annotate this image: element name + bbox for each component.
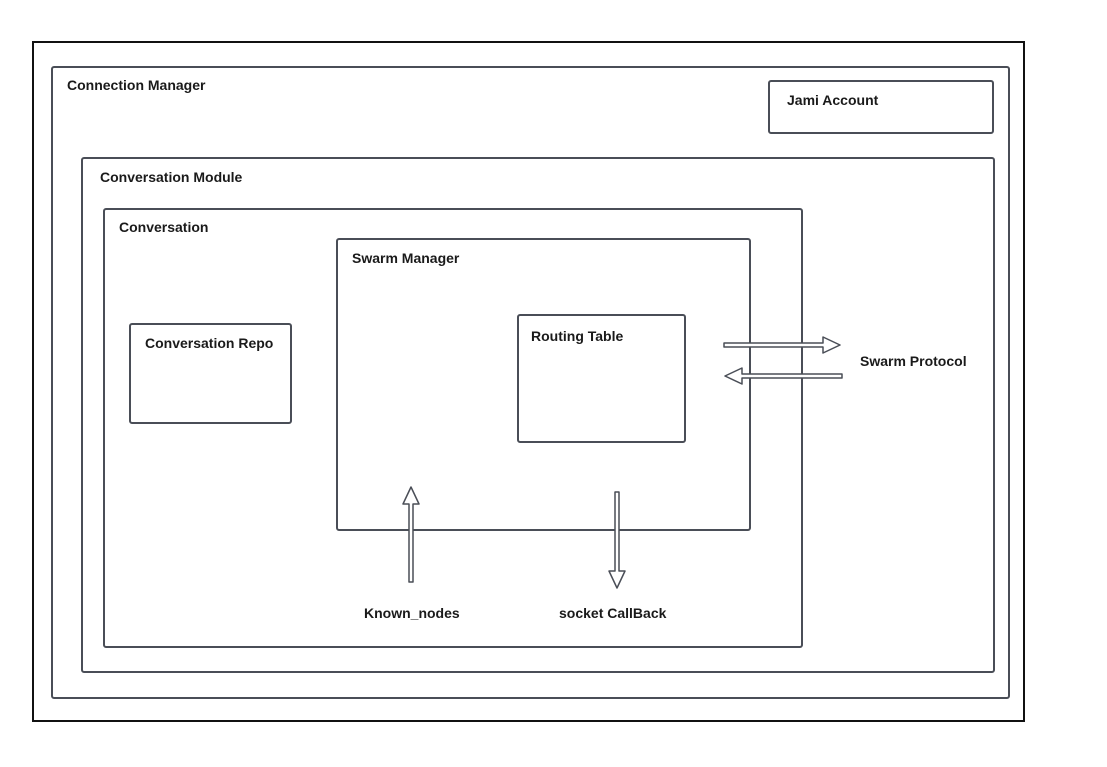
routing-table-label: Routing Table: [531, 328, 624, 344]
connection-manager-label: Connection Manager: [67, 77, 206, 93]
conversation-label: Conversation: [119, 219, 209, 235]
image-frame: [32, 41, 1025, 722]
outgoing-arrow: [723, 336, 841, 354]
swarm-manager-box: [336, 238, 751, 531]
conversation-module-box: [81, 157, 995, 673]
jami-account-box: [768, 80, 994, 134]
routing-table-box: [517, 314, 686, 443]
conversation-box: [103, 208, 803, 648]
conversation-repo-label: Conversation Repo: [145, 335, 274, 351]
connection-manager-box: [51, 66, 1010, 699]
jami-account-label: Jami Account: [787, 92, 879, 108]
known-nodes-label: Known_nodes: [364, 605, 460, 621]
conversation-repo-box: [129, 323, 292, 424]
known-nodes-arrow: [402, 486, 420, 583]
socket-callback-arrow: [608, 491, 626, 589]
swarm-protocol-label: Swarm Protocol: [860, 353, 967, 369]
socket-callback-label: socket CallBack: [559, 605, 667, 621]
conversation-module-label: Conversation Module: [100, 169, 243, 185]
swarm-manager-label: Swarm Manager: [352, 250, 460, 266]
incoming-arrow: [724, 367, 843, 385]
